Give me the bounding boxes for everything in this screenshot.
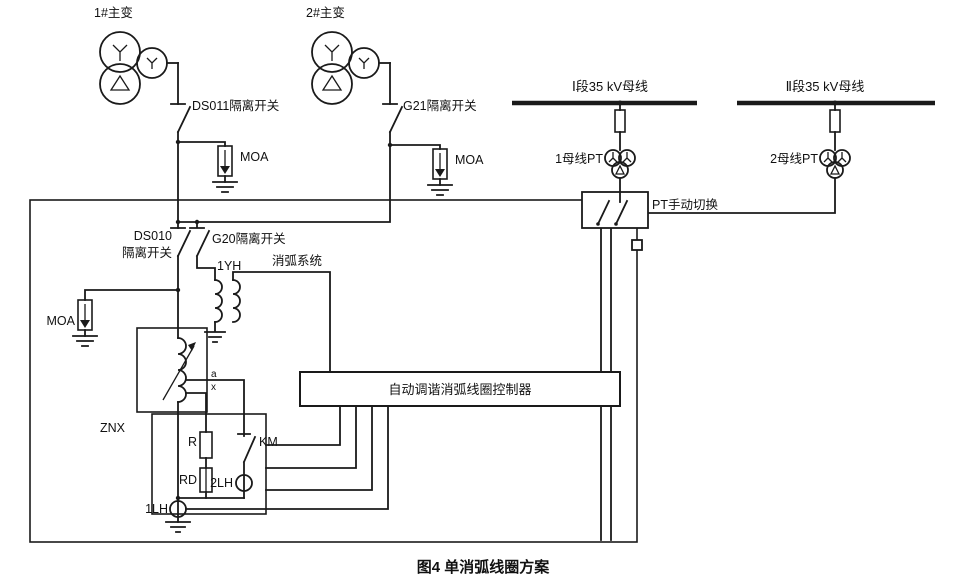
terminal-square [631, 239, 643, 251]
neutral-line-2 [177, 62, 391, 223]
resistor-r-icon [199, 431, 213, 459]
delta-winding-icon [321, 74, 343, 91]
coil-winding-icon [177, 337, 187, 403]
arrow-down-icon [435, 169, 445, 177]
arrester-moa-coil [72, 289, 179, 347]
bus1-label: Ⅰ段35 kV母线 [572, 79, 648, 94]
wye-winding-icon [146, 57, 158, 69]
wye-winding-icon [823, 152, 847, 163]
ds010-label-line2: 隔离开关 [122, 245, 172, 260]
disconnect-switch-g20 [189, 221, 216, 281]
znx-label: ZNX [100, 421, 126, 435]
ground-icon [165, 521, 191, 533]
contactor-km-icon [237, 433, 257, 499]
moa-t2-label: MOA [455, 153, 484, 167]
transformer-2-label: 2#主变 [306, 5, 345, 20]
arrow-down-icon [220, 166, 230, 174]
pt-1yh-symbol [204, 271, 331, 373]
fuse-icon [614, 109, 626, 133]
delta-winding-icon [614, 164, 626, 175]
ds010-label-line1: DS010 [134, 229, 172, 243]
arc-system-label: 消弧系统 [272, 254, 322, 268]
terminal-x-label: x [211, 382, 216, 393]
ds011-label: DS011隔离开关 [192, 98, 279, 113]
enclosure-box [29, 199, 638, 543]
pt-manual-transfer-box [581, 191, 649, 229]
delta-winding-icon [829, 164, 841, 175]
wye-winding-icon [608, 152, 632, 163]
transformer-1-symbol [99, 31, 179, 105]
disconnect-switch-g21 [382, 103, 404, 134]
ct-2lh-icon [235, 474, 253, 492]
bus2-label: Ⅱ段35 kV母线 [786, 79, 865, 94]
figure-caption: 图4 单消弧线圈方案 [417, 558, 551, 576]
transformer-1-label: 1#主变 [94, 5, 133, 20]
transformer-2-symbol [311, 31, 391, 105]
junction-dots [175, 100, 838, 501]
disconnect-switch-ds010 [170, 227, 192, 258]
ct1-label: 1LH [145, 502, 168, 516]
wye-winding-icon [112, 44, 128, 61]
r-label: R [188, 435, 197, 449]
g21-label: G21隔离开关 [403, 98, 477, 113]
moa-coil-label: MOA [47, 314, 76, 328]
yh1-label: 1YH [217, 259, 241, 273]
arrow-tip-icon [188, 342, 196, 351]
rd-label: RD [179, 473, 197, 487]
ground-icon [212, 181, 238, 193]
pt-transfer-label: PT手动切换 [652, 198, 718, 212]
disconnect-switch-ds011 [170, 103, 192, 134]
fuse-icon [829, 109, 841, 133]
km-label: KM [259, 435, 278, 449]
damping-circuit [151, 413, 267, 515]
bus2-pt-label: 2母线PT [770, 152, 818, 166]
ct-1lh [165, 500, 191, 533]
wye-winding-icon [358, 57, 370, 69]
terminal-a-wire [185, 379, 245, 437]
bus1-pt-label: 1母线PT [555, 152, 603, 166]
moa-t1-label: MOA [240, 150, 269, 164]
arrow-down-icon [80, 320, 90, 328]
transfer-switch-blades-icon [596, 199, 629, 226]
arc-suppression-coil-znx [136, 327, 245, 437]
ground-icon [427, 184, 453, 196]
controller-signal-wires [185, 405, 389, 510]
ground-icon [204, 321, 226, 343]
ground-icon [72, 335, 98, 347]
ct2-label: 2LH [210, 476, 233, 490]
delta-winding-icon [109, 74, 131, 91]
wye-winding-icon [324, 44, 340, 61]
bus-section-1 [512, 100, 697, 193]
terminal-x-wire [185, 392, 207, 433]
arrester-moa-t2 [389, 144, 453, 196]
arrester-moa-t1 [177, 141, 238, 193]
g20-label: G20隔离开关 [212, 231, 286, 246]
pt-secondary-to-controller-wire [232, 271, 331, 373]
controller-box [299, 371, 621, 407]
terminal-a-label: a [211, 369, 217, 380]
controller-label: 自动调谐消弧线圈控制器 [388, 382, 531, 397]
